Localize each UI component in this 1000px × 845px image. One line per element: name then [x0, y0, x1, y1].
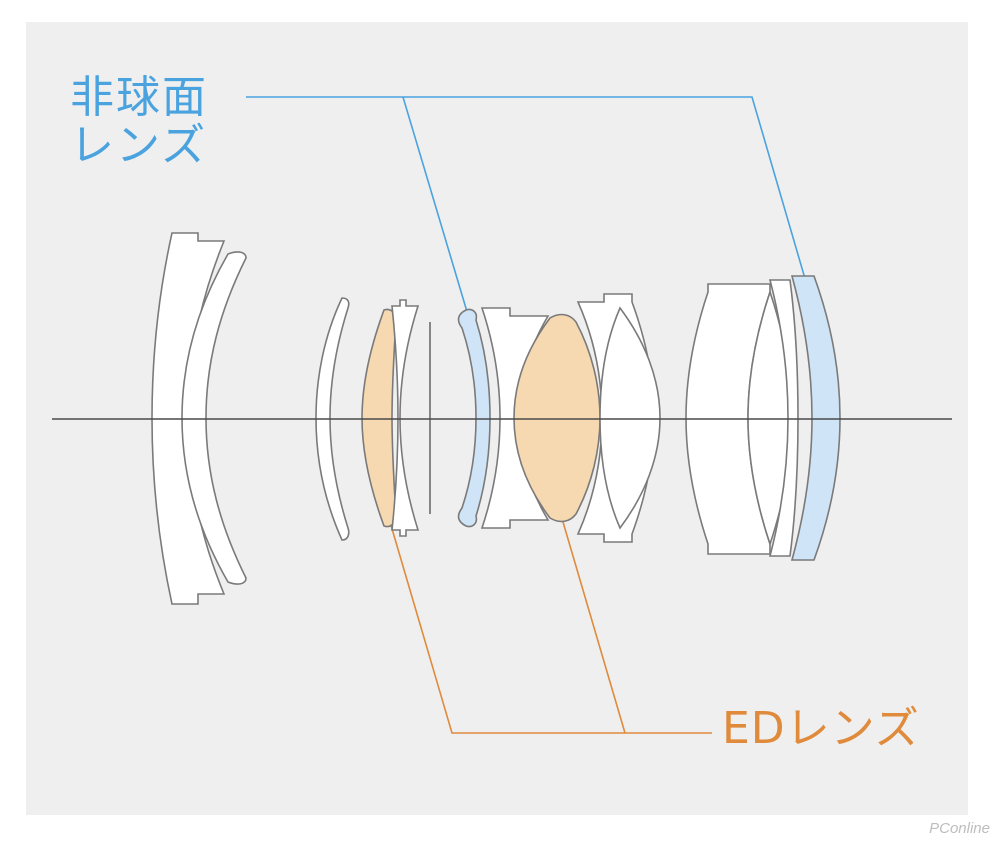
lens-element-3	[315, 297, 350, 541]
aspherical-label-line1: 非球面	[70, 72, 208, 123]
lens-element-13	[768, 279, 799, 557]
aspherical-leader-lines	[246, 96, 807, 316]
ed-lens-label: EDレンズ	[722, 703, 920, 754]
aspherical-leader-branch	[402, 96, 469, 316]
aspherical-leader-main	[246, 96, 807, 283]
lens-element-5	[391, 299, 420, 537]
aspherical-lens-label: 非球面 レンズ	[70, 74, 208, 169]
lens-element-2	[181, 251, 247, 585]
lens-element-10	[599, 306, 661, 530]
ed-leader-lines	[389, 504, 712, 734]
watermark: PConline	[929, 820, 990, 837]
ed-lens-2	[513, 313, 601, 523]
ed-leader-branch	[557, 504, 626, 734]
ed-leader-main	[389, 521, 712, 734]
aspherical-lens-2	[790, 275, 841, 561]
aspherical-label-line2: レンズ	[70, 119, 208, 171]
aspherical-lens-1	[457, 308, 491, 528]
